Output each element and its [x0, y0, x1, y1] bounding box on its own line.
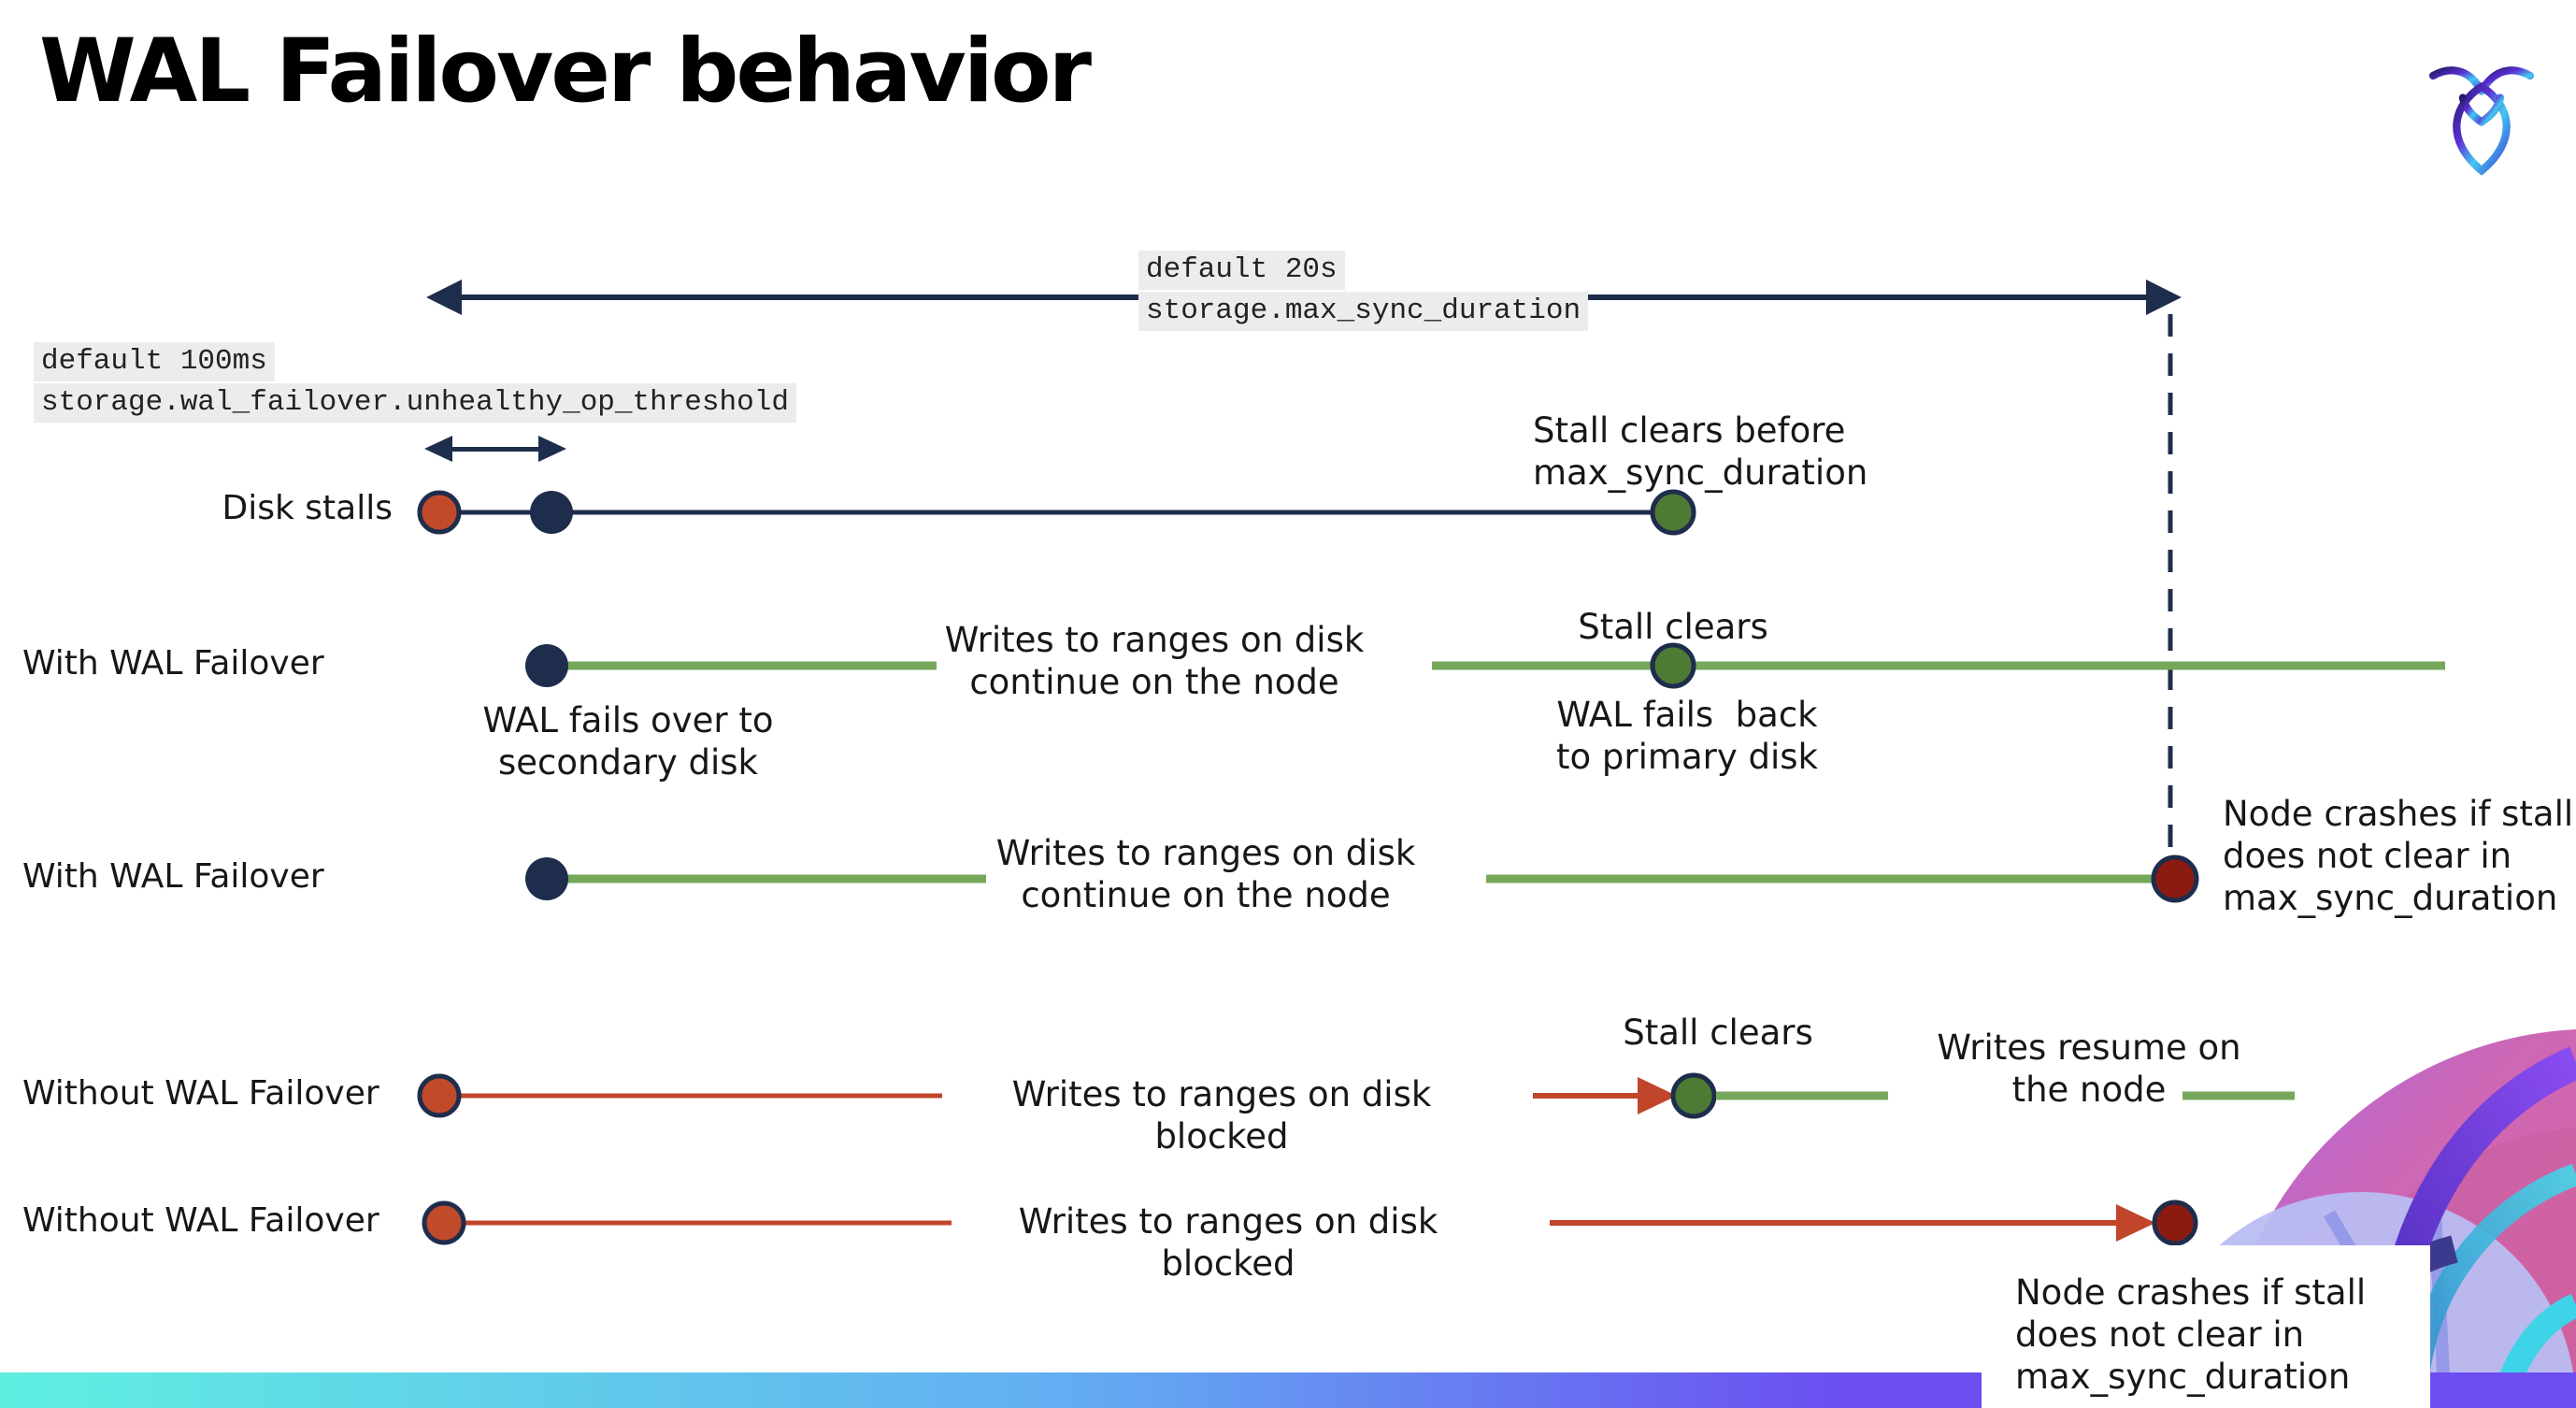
- unhealthy-op-threshold-arrow: [424, 436, 566, 462]
- writes-continue-note-2: Writes to ranges on disk continue on the…: [995, 833, 1416, 916]
- red-arrowhead: [1638, 1077, 1677, 1114]
- stall-clears-dot: [1670, 1072, 1717, 1119]
- stall-clears-dot: [1650, 489, 1696, 536]
- disk-stalls-timeline: [417, 489, 1696, 536]
- stall-clears-note-2: Stall clears: [1623, 1013, 1813, 1053]
- stall-start-dot: [422, 1200, 466, 1245]
- writes-continue-note-1: Writes to ranges on disk continue on the…: [944, 620, 1365, 703]
- cockroachdb-logo: [2426, 58, 2537, 180]
- failback-note: WAL fails back to primary disk: [1556, 695, 1818, 778]
- row-label-disk-stalls: Disk stalls: [222, 489, 393, 527]
- stall-clears-dot: [1650, 642, 1696, 689]
- row-label-with-failover-1: With WAL Failover: [22, 644, 324, 682]
- page-title: WAL Failover behavior: [39, 21, 1092, 122]
- with-failover-2-timeline: [525, 855, 2199, 903]
- failover-dot: [525, 644, 568, 687]
- stall-clears-before-note: Stall clears before max_sync_duration: [1533, 410, 1868, 494]
- without-failover-1-timeline: [417, 1072, 2295, 1119]
- writes-resume-note: Writes resume on the node: [1937, 1027, 2241, 1111]
- cockroachdb-logo-icon: [2428, 66, 2535, 176]
- stall-start-dot: [417, 1073, 462, 1118]
- threshold-default-chip: default 100ms: [34, 342, 275, 381]
- node-crash-note-2: Node crashes if stall does not clear in …: [2015, 1272, 2367, 1398]
- row-label-without-failover-2: Without WAL Failover: [22, 1201, 379, 1240]
- failover-dot: [525, 857, 568, 900]
- max-sync-duration-label: default 20s storage.max_sync_duration: [1138, 251, 1589, 333]
- failover-note: WAL fails over to secondary disk: [482, 700, 774, 783]
- max-sync-name-chip: storage.max_sync_duration: [1138, 292, 1589, 331]
- node-crash-note-1: Node crashes if stall does not clear in …: [2223, 794, 2574, 919]
- stall-clears-note-1: Stall clears: [1578, 607, 1768, 647]
- with-failover-1-timeline: [525, 642, 2445, 689]
- node-crash-dot: [2151, 855, 2199, 903]
- without-failover-2-timeline: [422, 1200, 2198, 1246]
- threshold-dot: [530, 491, 573, 534]
- row-label-with-failover-2: With WAL Failover: [22, 857, 324, 896]
- threshold-name-chip: storage.wal_failover.unhealthy_op_thresh…: [34, 383, 796, 423]
- row-label-without-failover-1: Without WAL Failover: [22, 1074, 379, 1113]
- node-crash-dot: [2152, 1200, 2198, 1246]
- unhealthy-op-threshold-label: default 100ms storage.wal_failover.unhea…: [34, 342, 796, 424]
- writes-blocked-note-1: Writes to ranges on disk blocked: [1011, 1074, 1453, 1157]
- red-arrowhead: [2116, 1204, 2155, 1242]
- writes-blocked-note-2: Writes to ranges on disk blocked: [1018, 1201, 1460, 1285]
- max-sync-default-chip: default 20s: [1138, 251, 1345, 290]
- node-crash-callout-box: Node crashes if stall does not clear in …: [1982, 1245, 2430, 1408]
- stall-start-dot: [417, 490, 462, 535]
